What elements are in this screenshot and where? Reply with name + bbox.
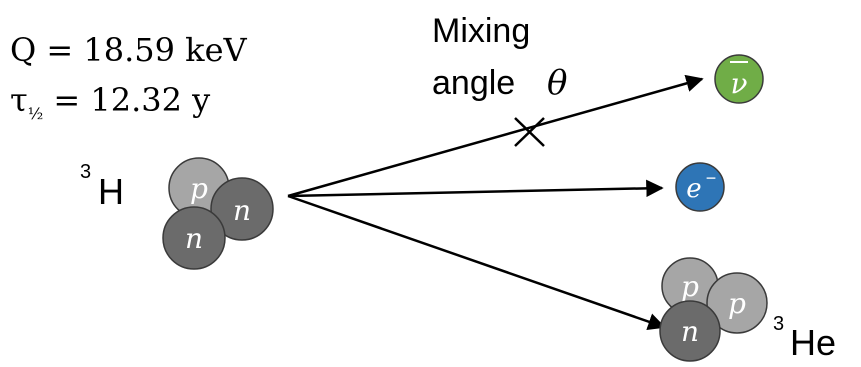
mixing-angle-label: Mixing angle θ <box>432 12 567 103</box>
tritium-symbol: H <box>98 171 124 212</box>
tritium-nucleus: p n n <box>162 157 274 270</box>
tritium-neutron-right: n <box>210 177 274 241</box>
half-subscript: ½ <box>28 104 44 123</box>
arrow-to-helium3 <box>287 194 666 331</box>
neutron-symbol: n <box>233 194 251 227</box>
neutron-symbol: n <box>185 222 203 255</box>
theta-symbol: θ <box>547 63 567 103</box>
electron-symbol: e <box>686 174 701 204</box>
helium3-mass-number: 3 <box>773 313 784 335</box>
tritium-mass-number: 3 <box>80 161 91 183</box>
helium3-neutron: n <box>659 300 721 362</box>
arrow-to-electron <box>287 179 664 198</box>
q-value-label: Q = 18.59 keV <box>10 31 248 69</box>
neutron-symbol: n <box>681 315 699 348</box>
helium3-symbol: He <box>790 322 836 363</box>
antineutrino-particle: ν <box>714 54 764 104</box>
decay-arrows <box>287 74 704 331</box>
half-life-label: τ½ = 12.32 y <box>10 81 210 123</box>
electron-particle: e − <box>675 162 725 212</box>
helium3-label: 3 He <box>773 313 836 363</box>
tau-symbol: τ <box>10 81 28 119</box>
arrow-to-antineutrino <box>287 74 704 198</box>
proton-symbol: p <box>190 172 208 205</box>
mixing-cross-mark <box>514 117 545 147</box>
proton-symbol: p <box>681 270 699 303</box>
antineutrino-symbol: ν <box>730 67 747 100</box>
helium3-proton-right: p <box>706 272 768 334</box>
electron-charge: − <box>706 168 717 188</box>
half-life-value: = 12.32 y <box>43 81 210 119</box>
helium3-nucleus: p p n <box>659 257 768 362</box>
proton-symbol: p <box>728 287 746 320</box>
mixing-word: Mixing <box>432 12 530 50</box>
tritium-label: 3 H <box>80 161 124 212</box>
angle-word: angle <box>432 64 515 102</box>
decay-parameters: Q = 18.59 keV τ½ = 12.32 y <box>10 31 248 123</box>
tritium-neutron-bottom: n <box>162 206 226 270</box>
